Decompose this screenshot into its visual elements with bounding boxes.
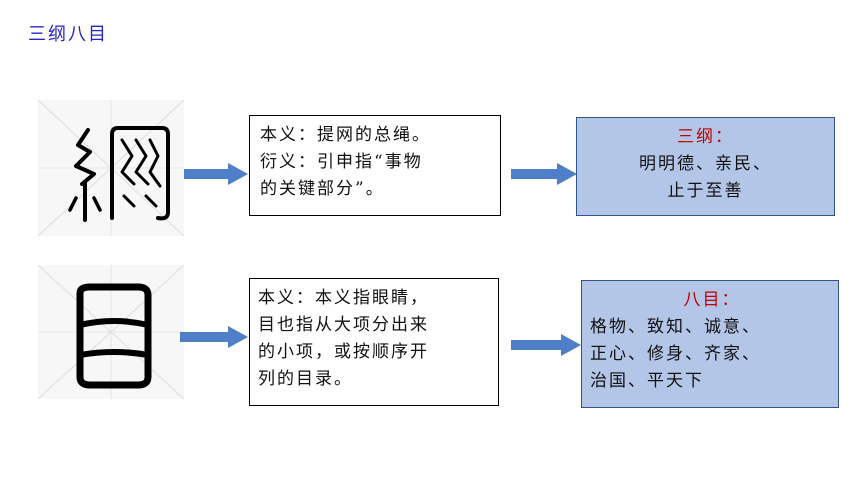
result-box-eight-items: 八目： 格物、致知、诚意、 正心、修身、齐家、 治国、平天下	[581, 280, 839, 408]
meaning-line: 的关键部分”。	[260, 179, 385, 199]
seal-script-mu-icon	[38, 265, 184, 399]
result-heading: 八目：	[683, 290, 741, 310]
meaning-line: 的小项，或按顺序开	[258, 342, 429, 362]
result-line: 格物、致知、诚意、	[590, 317, 761, 337]
result-line: 治国、平天下	[590, 371, 704, 391]
result-heading: 三纲：	[677, 127, 734, 147]
meaning-line: 列的目录。	[258, 369, 353, 389]
arrow-right-icon	[184, 162, 248, 186]
page-title: 三纲八目	[28, 24, 108, 45]
meaning-line: 本义：本义指眼睛，	[258, 288, 429, 308]
result-line: 明明德、亲民、	[639, 154, 772, 174]
meaning-box-gang: 本义：提网的总绳。 衍义：引申指“事物 的关键部分”。	[249, 115, 501, 216]
result-line: 止于至善	[667, 181, 744, 201]
arrow-right-icon	[180, 325, 248, 349]
meaning-box-mu: 本义：本义指眼睛， 目也指从大项分出来 的小项，或按顺序开 列的目录。	[249, 278, 499, 406]
seal-script-gang-icon	[38, 100, 184, 236]
result-box-three-principles: 三纲： 明明德、亲民、 止于至善	[576, 117, 835, 216]
arrow-right-icon	[511, 162, 577, 186]
meaning-line: 衍义：引申指“事物	[260, 152, 423, 172]
meaning-line: 本义：提网的总绳。	[260, 125, 431, 145]
arrow-right-icon	[511, 333, 581, 357]
result-line: 正心、修身、齐家、	[590, 344, 761, 364]
meaning-line: 目也指从大项分出来	[258, 315, 429, 335]
